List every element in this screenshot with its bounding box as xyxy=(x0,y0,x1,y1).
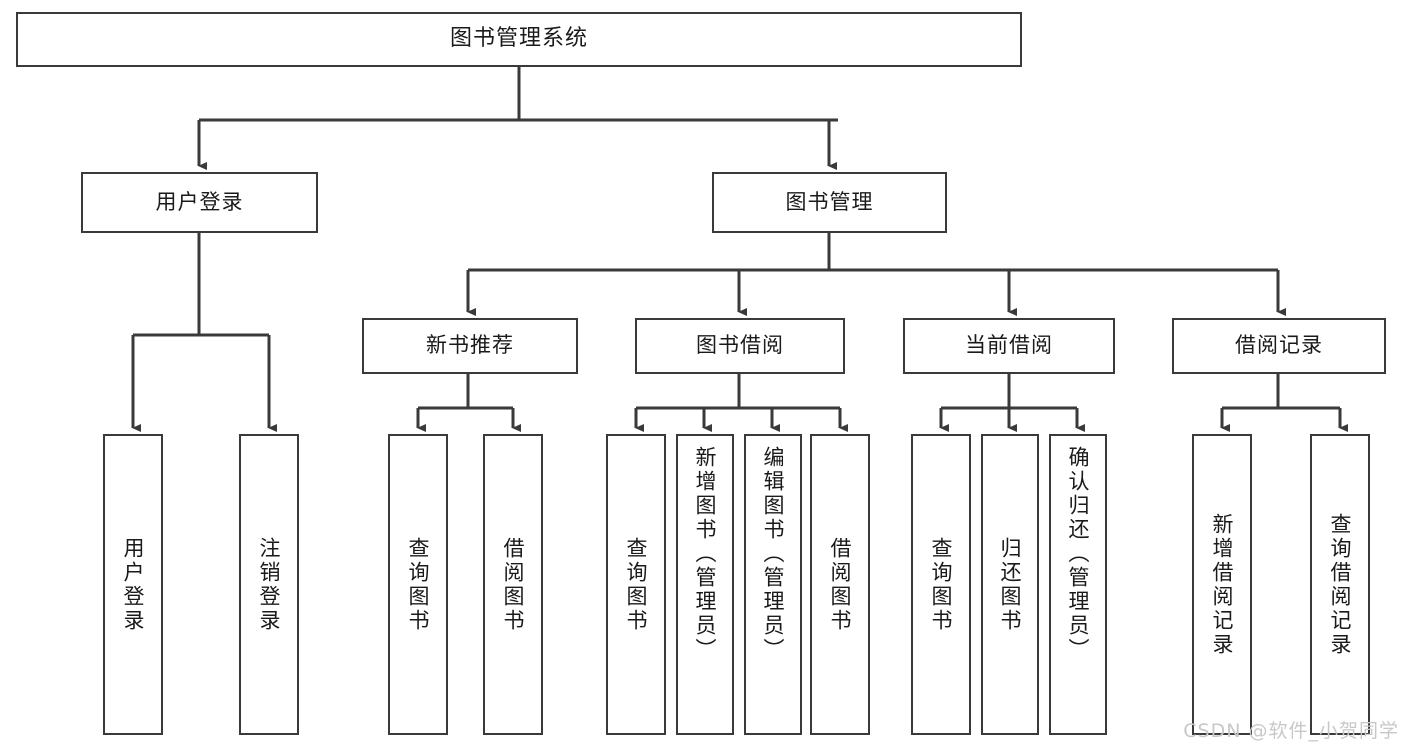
leaf-confirm-return-admin[interactable]: 确认归还（管理员） xyxy=(1049,434,1107,735)
node-label: 图书管理系统 xyxy=(449,26,588,52)
node-book-borrow[interactable]: 图书借阅 xyxy=(635,318,845,374)
node-user-login[interactable]: 用户登录 xyxy=(81,172,318,233)
node-label: 归还图书 xyxy=(998,536,1022,633)
leaf-query-book-recommend[interactable]: 查询图书 xyxy=(388,434,448,735)
node-label: 查询图书 xyxy=(624,536,648,633)
node-label: 注销登录 xyxy=(257,536,281,633)
node-label: 查询图书 xyxy=(406,536,430,633)
node-label: 借阅记录 xyxy=(1235,333,1323,358)
watermark: CSDN @软件_小贺同学 xyxy=(1183,720,1399,742)
leaf-edit-book-admin[interactable]: 编辑图书（管理员） xyxy=(744,434,802,735)
node-label: 查询图书 xyxy=(929,536,953,633)
node-label: 借阅图书 xyxy=(828,536,852,633)
leaf-borrow-book[interactable]: 借阅图书 xyxy=(810,434,870,735)
leaf-query-book-borrow[interactable]: 查询图书 xyxy=(606,434,666,735)
leaf-logout-login[interactable]: 注销登录 xyxy=(239,434,299,735)
node-label: 用户登录 xyxy=(121,536,145,633)
leaf-user-login[interactable]: 用户登录 xyxy=(103,434,163,735)
node-label: 图书管理 xyxy=(785,189,874,214)
node-label: 新书推荐 xyxy=(426,333,514,358)
node-label: 借阅图书 xyxy=(501,536,525,633)
node-label: 新增图书（管理员） xyxy=(693,446,717,662)
node-label: 用户登录 xyxy=(155,189,244,214)
node-label: 编辑图书（管理员） xyxy=(761,446,785,662)
node-borrow-record[interactable]: 借阅记录 xyxy=(1172,318,1386,374)
leaf-add-borrow-record[interactable]: 新增借阅记录 xyxy=(1192,434,1252,735)
node-label: 查询借阅记录 xyxy=(1328,512,1352,657)
node-label: 新增借阅记录 xyxy=(1210,512,1234,657)
node-label: 当前借阅 xyxy=(965,333,1053,358)
leaf-return-book[interactable]: 归还图书 xyxy=(981,434,1039,735)
node-root-system[interactable]: 图书管理系统 xyxy=(16,12,1022,67)
node-book-management[interactable]: 图书管理 xyxy=(712,172,947,233)
leaf-borrow-book-recommend[interactable]: 借阅图书 xyxy=(483,434,543,735)
node-label: 确认归还（管理员） xyxy=(1066,446,1090,662)
node-new-book-recommend[interactable]: 新书推荐 xyxy=(362,318,578,374)
leaf-query-book-current[interactable]: 查询图书 xyxy=(911,434,971,735)
leaf-query-borrow-record[interactable]: 查询借阅记录 xyxy=(1310,434,1370,735)
node-current-borrow[interactable]: 当前借阅 xyxy=(903,318,1115,374)
node-label: 图书借阅 xyxy=(696,333,784,358)
leaf-add-book-admin[interactable]: 新增图书（管理员） xyxy=(676,434,734,735)
